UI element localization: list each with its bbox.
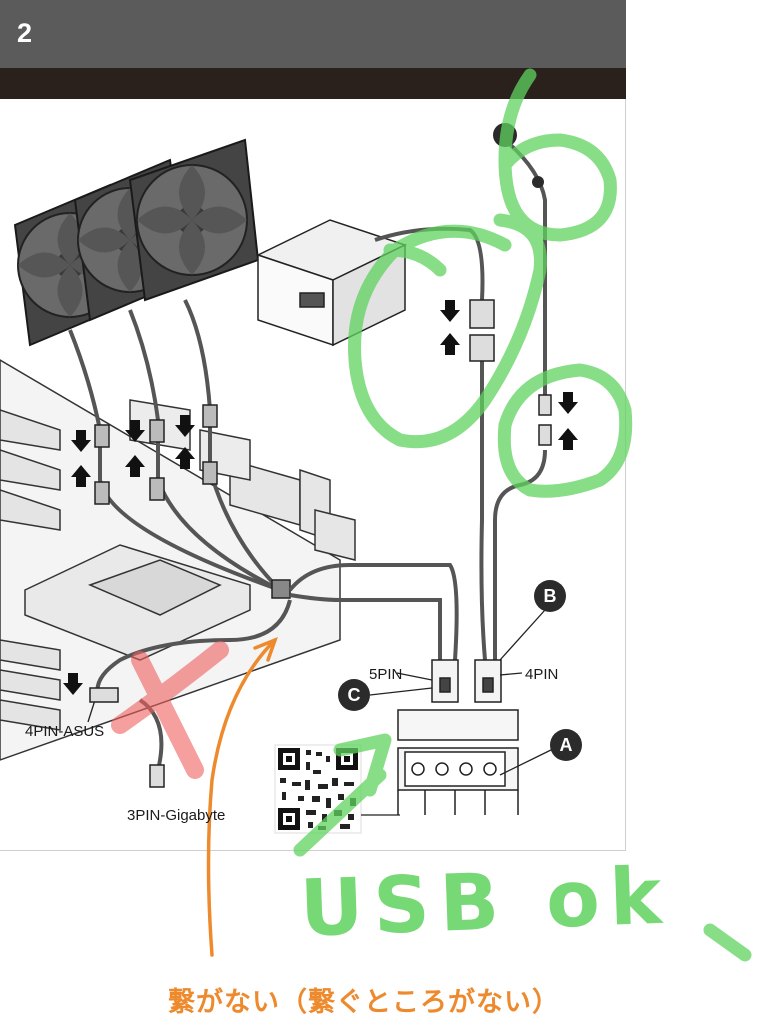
callout-a: A — [550, 729, 582, 761]
callout-c: C — [338, 679, 370, 711]
hub-cables — [95, 563, 459, 771]
mb-fan-connectors — [89, 687, 165, 788]
label-4pin: 4PIN — [525, 666, 559, 683]
cable-dot — [532, 176, 544, 188]
callout-b: B — [534, 580, 566, 612]
label-5pin: 5PIN — [369, 666, 403, 683]
arrow-up-icon — [71, 447, 195, 487]
connectors — [94, 404, 291, 599]
red-x-mark — [111, 641, 229, 779]
panel-bottom-border — [0, 850, 626, 851]
qr-code-icon — [274, 744, 362, 834]
orange-arrow — [206, 636, 278, 957]
orange-handwritten-note: 繋がない（繋ぐところがない） — [168, 987, 560, 1018]
green-markings — [293, 68, 752, 962]
header-bar — [0, 0, 626, 68]
panel-right-border — [625, 99, 626, 851]
arrow-down-icon — [63, 415, 195, 695]
motherboard — [0, 359, 356, 761]
label-3pin-gigabyte: 3PIN-Gigabyte — [127, 807, 226, 824]
arrow-up-icon — [440, 333, 578, 450]
arrow-down-icon — [440, 300, 578, 414]
leader-lines — [87, 609, 556, 776]
step-number: 2 — [17, 18, 33, 48]
green-handwritten-note: USB ok — [298, 851, 674, 955]
cable-connectors — [469, 299, 552, 446]
fan-icon — [128, 138, 260, 302]
controller-box — [397, 659, 519, 815]
label-4pin-asus: 4PIN-ASUS — [25, 723, 105, 740]
